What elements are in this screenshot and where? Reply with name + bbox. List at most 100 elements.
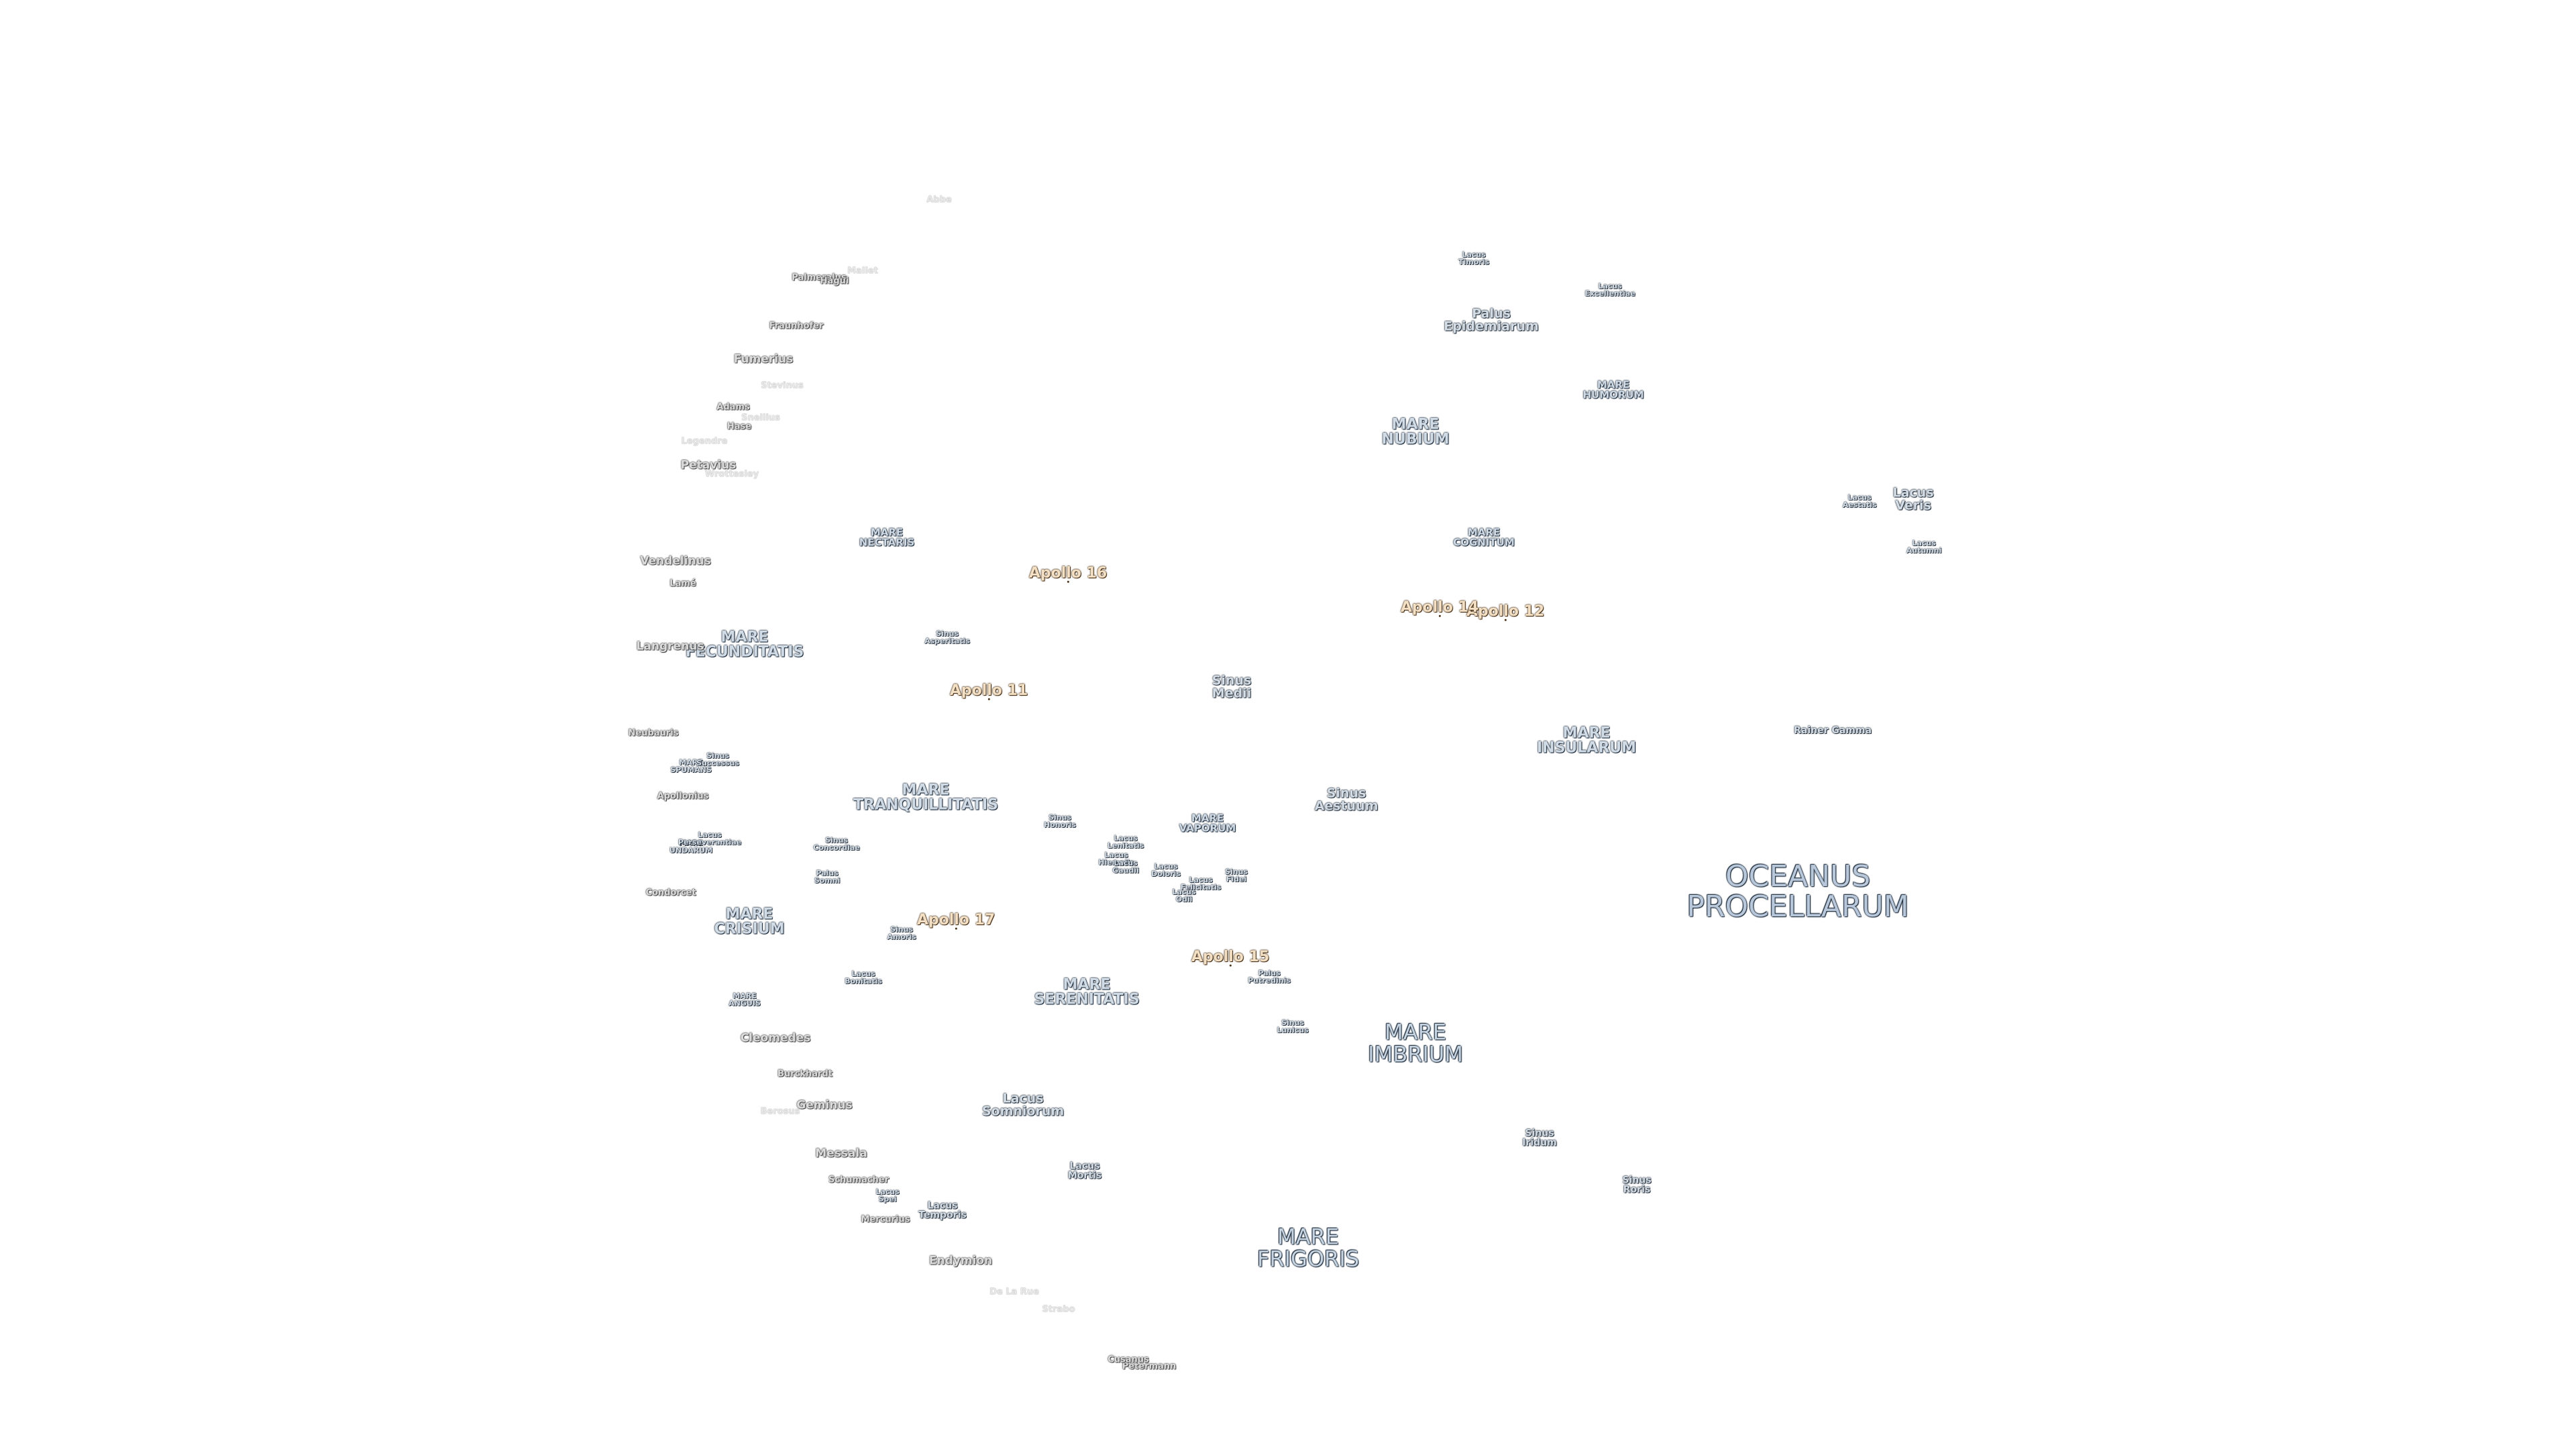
landing-site-apollo-12[interactable]: Apollo 12 bbox=[1466, 604, 1544, 622]
landing-site-apollo-14[interactable]: Apollo 14 bbox=[1401, 600, 1479, 618]
map-label-mercurius[interactable]: Mercurius bbox=[861, 1215, 910, 1224]
landing-site-apollo-17[interactable]: Apollo 17 bbox=[917, 912, 995, 930]
label-line: MARE bbox=[1191, 812, 1224, 824]
label-line: MARE bbox=[1277, 1224, 1339, 1250]
landing-site-apollo-16[interactable]: Apollo 16 bbox=[1029, 566, 1107, 584]
map-label-strabo[interactable]: Strabo bbox=[1042, 1305, 1075, 1314]
map-label-mallet[interactable]: Mallet bbox=[847, 266, 878, 276]
map-label-de-la-rue[interactable]: De La Rue bbox=[989, 1287, 1039, 1297]
label-line: Roris bbox=[1623, 1185, 1651, 1195]
label-line: IMBRIUM bbox=[1368, 1041, 1463, 1067]
map-label-messala[interactable]: Messala bbox=[815, 1147, 867, 1159]
map-label-apollonius[interactable]: Apollonius bbox=[657, 792, 709, 801]
map-label-snellius[interactable]: Snellius bbox=[741, 413, 780, 423]
landing-site-apollo-15[interactable]: Apollo 15 bbox=[1191, 949, 1269, 967]
map-label-legendre[interactable]: Legendre bbox=[681, 437, 727, 446]
map-label-stevinus[interactable]: Stevinus bbox=[761, 381, 804, 390]
map-label-cleomedes[interactable]: Cleomedes bbox=[741, 1032, 811, 1044]
map-label-burckhardt[interactable]: Burckhardt bbox=[777, 1069, 833, 1079]
map-label-berosus[interactable]: Berosus bbox=[761, 1107, 800, 1116]
map-label-palmeralus[interactable]: Palmeralus bbox=[792, 273, 846, 282]
map-label-abbe[interactable]: Abbe bbox=[926, 195, 952, 205]
label-line: Lacus bbox=[875, 1187, 900, 1196]
landing-site-apollo-11[interactable]: Apollo 11 bbox=[950, 683, 1028, 701]
label-line: Condorcet bbox=[645, 888, 696, 898]
map-label-geminus[interactable]: Geminus bbox=[796, 1099, 852, 1111]
map-label-fumerius[interactable]: Fumerius bbox=[734, 353, 794, 365]
map-label-petavius[interactable]: Petavius bbox=[681, 459, 737, 471]
map-label-neubauris[interactable]: Neubauris bbox=[629, 729, 679, 738]
map-label-cusanus[interactable]: Cusanus bbox=[1108, 1355, 1149, 1364]
label-line: Aestuum bbox=[1314, 799, 1379, 814]
label-line: Sinus bbox=[1049, 812, 1071, 822]
label-line: Lacus bbox=[1892, 485, 1934, 500]
map-label-petermann[interactable]: Petermann bbox=[1122, 1362, 1177, 1371]
map-label-rainer-gamma[interactable]: Rainer Gamma bbox=[1794, 726, 1872, 736]
label-line: Vendelinus bbox=[640, 554, 711, 568]
map-label-condorcet[interactable]: Condorcet bbox=[645, 888, 696, 898]
map-label-schumacher[interactable]: Schumacher bbox=[828, 1175, 889, 1185]
label-line: Lacus bbox=[698, 830, 722, 839]
map-label-langrenus[interactable]: Langrenus bbox=[637, 640, 704, 652]
label-line: Veris bbox=[1895, 498, 1931, 513]
map-label-hagui[interactable]: Hagui bbox=[820, 276, 849, 286]
map-label-fraunhofer[interactable]: Fraunhofer bbox=[769, 321, 824, 331]
map-label-lam-[interactable]: Lamé bbox=[669, 579, 696, 588]
map-label-vendelinus[interactable]: Vendelinus bbox=[640, 555, 711, 567]
map-label-wrottesley[interactable]: Wrottesley bbox=[705, 470, 759, 479]
map-label-hase[interactable]: Hase bbox=[727, 422, 751, 431]
map-label-adams[interactable]: Adams bbox=[716, 402, 749, 412]
map-label-endymion[interactable]: Endymion bbox=[929, 1254, 992, 1267]
label-line: VAPORUM bbox=[1179, 822, 1236, 835]
label-line: Lacus bbox=[1114, 833, 1138, 843]
